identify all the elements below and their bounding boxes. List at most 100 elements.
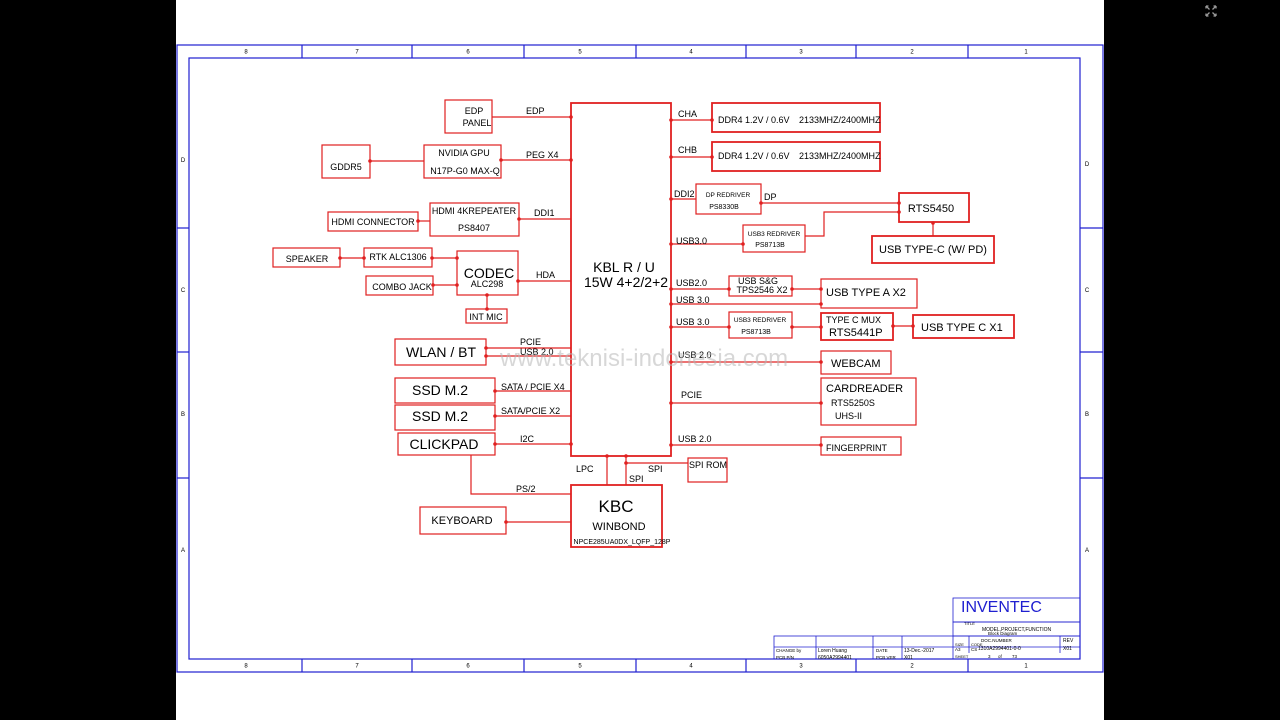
ssd-m2-block-2: SSD M.2 — [394, 404, 496, 431]
col-label-bottom: 4 — [689, 664, 693, 670]
svg-text:KEYBOARD: KEYBOARD — [431, 515, 492, 527]
rev-label: REV — [1063, 638, 1074, 644]
kbc-vendor: WINBOND — [592, 521, 645, 533]
rts5450-block: RTS5450 — [898, 192, 970, 223]
signal-ps2: PS/2 — [516, 484, 536, 494]
signal-i2c: I2C — [520, 434, 535, 444]
signal-peg: PEG X4 — [526, 150, 559, 160]
ssd-m2-block-1: SSD M.2 — [394, 377, 496, 404]
signal-usb30-mux: USB 3.0 — [676, 317, 710, 327]
svg-text:2133MHZ/2400MHZ: 2133MHZ/2400MHZ — [799, 115, 881, 125]
title-block — [773, 597, 1081, 660]
svg-text:PS8713B: PS8713B — [755, 242, 785, 249]
signal-dp: DP — [764, 192, 777, 202]
col-label-bottom: 7 — [355, 664, 359, 670]
svg-text:HDMI 4KREPEATER: HDMI 4KREPEATER — [432, 206, 517, 216]
svg-text:SPEAKER: SPEAKER — [286, 254, 329, 264]
kbc-block: KBC WINBOND NPCE285UA0DX_LQFP_128P — [570, 484, 671, 548]
signal-ddi1: DDI1 — [534, 208, 555, 218]
usb3-redriver-block-1: USB3 REDRIVER PS8713B — [742, 224, 806, 253]
keyboard-block: KEYBOARD — [419, 506, 507, 535]
dp-redriver-block: DP REDRIVER PS8330B — [695, 183, 762, 215]
expand-icon[interactable] — [1204, 4, 1218, 18]
svg-text:TPS2546 X2: TPS2546 X2 — [736, 285, 787, 295]
row-label-left: D — [181, 158, 186, 164]
webcam-block: WEBCAM — [820, 350, 892, 375]
row-label-left: C — [181, 288, 186, 294]
svg-text:WEBCAM: WEBCAM — [831, 358, 881, 370]
svg-text:USB3 REDRIVER: USB3 REDRIVER — [748, 231, 801, 238]
pcb-ver-value: X01 — [904, 655, 913, 661]
int-mic-block: INT MIC — [465, 308, 508, 324]
junction-dots — [338, 115, 935, 524]
drawing-frame: 8 7 6 5 4 3 2 1 8 7 6 5 4 3 2 1 D C B A … — [176, 44, 1104, 673]
change-by-value: Loren Huang — [818, 648, 847, 654]
svg-text:RTS5441P: RTS5441P — [829, 327, 883, 339]
pcb-pn-value: 6050A2994401 — [818, 655, 852, 661]
pcb-pn-label: PCB P/N — [776, 655, 794, 660]
svg-text:INT MIC: INT MIC — [469, 312, 503, 322]
svg-text:CARDREADER: CARDREADER — [826, 383, 903, 395]
signal-sata-x4: SATA / PCIE X4 — [501, 382, 565, 392]
svg-text:USB TYPE C X1: USB TYPE C X1 — [921, 322, 1003, 334]
svg-text:USB S&G: USB S&G — [738, 276, 778, 286]
kbc-title: KBC — [599, 497, 634, 516]
row-label-right: B — [1085, 412, 1089, 418]
svg-text:SPI ROM: SPI ROM — [689, 460, 727, 470]
sheet-total: 73 — [1012, 654, 1018, 659]
svg-text:PANEL: PANEL — [463, 118, 492, 128]
col-label-top: 4 — [689, 50, 693, 56]
ddr4-channel-b-block: DDR4 1.2V / 0.6V 2133MHZ/2400MHZ — [711, 141, 881, 172]
company-name: INVENTEC — [961, 599, 1042, 616]
svg-text:COMBO JACK: COMBO JACK — [372, 282, 432, 292]
svg-text:DDR4 1.2V / 0.6V: DDR4 1.2V / 0.6V — [718, 151, 790, 161]
size-label: SIZE — [955, 642, 964, 647]
signal-usb20-webcam: USB 2.0 — [678, 350, 712, 360]
cpu-tdp: 15W 4+2/2+2 — [584, 274, 668, 290]
signal-cha: CHA — [678, 109, 697, 119]
signal-spi-kbc: SPI — [629, 474, 644, 484]
cpu-name: KBL R / U — [593, 259, 655, 275]
svg-text:EDP: EDP — [465, 106, 484, 116]
svg-text:PS8713B: PS8713B — [741, 329, 771, 336]
code-label: CODE — [971, 642, 983, 647]
usb-type-a-block: USB TYPE A X2 — [820, 278, 918, 309]
signal-hda: HDA — [536, 270, 555, 280]
svg-text:N17P-G0 MAX-Q: N17P-G0 MAX-Q — [430, 166, 500, 176]
interconnect-wires — [340, 116, 934, 523]
svg-text:2133MHZ/2400MHZ: 2133MHZ/2400MHZ — [799, 151, 881, 161]
svg-text:NVIDIA GPU: NVIDIA GPU — [438, 148, 490, 158]
codec-block: CODEC ALC298 — [456, 250, 519, 296]
rev-value: X01 — [1063, 646, 1072, 652]
svg-text:CODEC: CODEC — [464, 265, 515, 281]
fingerprint-block: FINGERPRINT — [820, 436, 902, 456]
type-c-mux-block: TYPE C MUX RTS5441P — [820, 312, 894, 341]
usb3-redriver-block-2: USB3 REDRIVER PS8713B — [728, 311, 793, 339]
svg-text:USB TYPE-C (W/ PD): USB TYPE-C (W/ PD) — [879, 244, 987, 256]
svg-text:PS8407: PS8407 — [458, 223, 490, 233]
signal-lpc: LPC — [576, 464, 594, 474]
signal-chb: CHB — [678, 145, 697, 155]
title-label: TITLE — [964, 621, 975, 626]
svg-text:DDR4 1.2V / 0.6V: DDR4 1.2V / 0.6V — [718, 115, 790, 125]
col-label-top: 7 — [355, 50, 359, 56]
svg-text:FINGERPRINT: FINGERPRINT — [826, 443, 888, 453]
svg-text:ALC298: ALC298 — [471, 279, 504, 289]
row-label-right: C — [1085, 288, 1090, 294]
watermark-text: www.teknisi-indonesia.com — [499, 345, 788, 372]
usb-type-c-pd-block: USB TYPE-C (W/ PD) — [871, 235, 995, 264]
signal-pcie: PCIE — [520, 337, 541, 347]
cardreader-block: CARDREADER RTS5250S UHS-II — [820, 377, 917, 426]
cpu-block: KBL R / U 15W 4+2/2+2 — [570, 102, 672, 457]
clickpad-block: CLICKPAD — [397, 432, 496, 456]
col-label-top: 5 — [578, 50, 582, 56]
title-model-line: MODEL,PROJECT,FUNCTION — [982, 627, 1052, 633]
col-label-top: 1 — [1024, 50, 1028, 56]
col-label-bottom: 6 — [466, 664, 470, 670]
sheet-label: SHEET — [955, 654, 969, 659]
svg-text:HDMI CONNECTOR: HDMI CONNECTOR — [331, 217, 415, 227]
ddr4-channel-a-block: DDR4 1.2V / 0.6V 2133MHZ/2400MHZ — [711, 102, 881, 133]
row-label-left: B — [181, 412, 185, 418]
col-label-bottom: 8 — [244, 664, 248, 670]
hdmi-repeater-block: HDMI 4KREPEATER PS8407 — [429, 202, 520, 237]
